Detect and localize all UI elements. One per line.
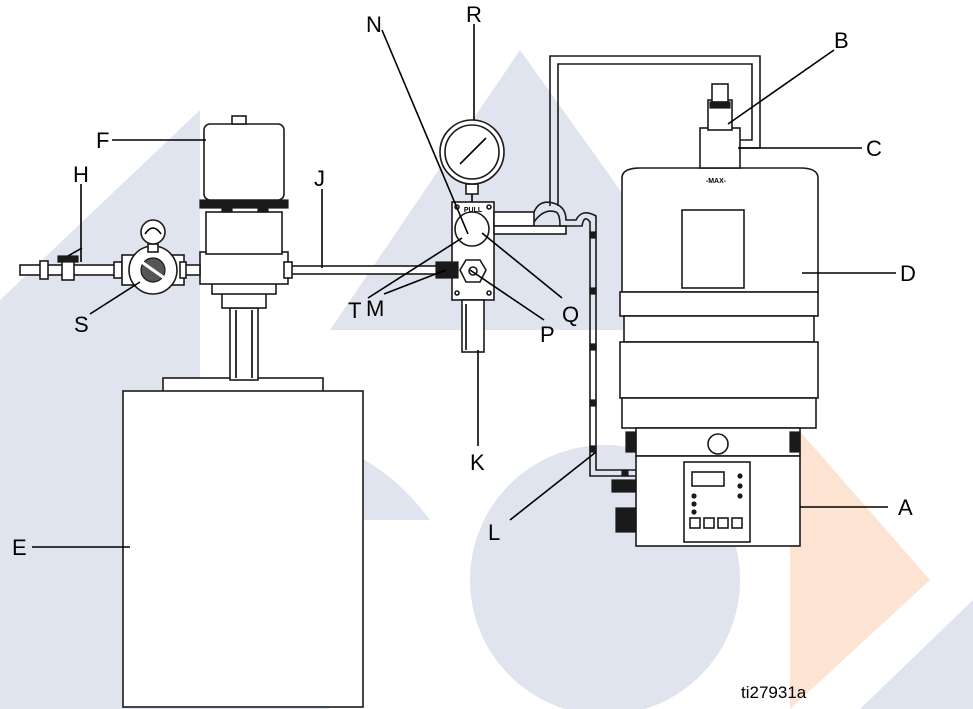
leader-line-b [727,49,835,125]
callout-label-s: S [74,312,89,337]
leader-line-p [469,269,545,321]
transfer-pump [199,115,289,381]
leader-line-q [481,232,563,299]
callout-label-e: E [12,535,27,560]
leader-line-t [367,237,463,299]
callout-label-h: H [73,162,89,187]
callout-label-m: M [366,296,384,321]
callout-label-j: J [314,166,325,191]
callout-label-r: R [466,2,482,27]
leader-line-s [89,281,141,315]
leader-line-m [383,269,447,295]
callout-label-t: T [348,298,361,323]
callout-label-b: B [834,28,849,53]
callout-label-a: A [898,495,913,520]
callout-label-d: D [900,261,916,286]
valve-pull-text: PULL [464,207,483,214]
callout-label-n: N [366,12,382,37]
callout-labels: A B C D E F H J K L M N P Q R S T [12,2,916,560]
watermark-triangle-bottom [860,600,973,709]
callout-label-l: L [488,520,500,545]
leader-lines [32,24,896,548]
figure-id: ti27931a [741,683,807,702]
manifold-assembly: PULL [435,119,567,353]
callout-label-p: P [540,322,555,347]
leader-line-l [509,451,597,521]
air-regulator [121,219,201,295]
reservoir-max-mark: -MAX- [706,178,727,185]
watermark-triangle-orange [790,420,930,709]
callout-label-k: K [470,450,485,475]
callout-label-c: C [866,136,882,161]
drum [122,377,364,708]
lubrication-pump: -MAX- [611,83,819,547]
callout-label-f: F [96,128,109,153]
leader-line-n [381,29,469,235]
callout-label-q: Q [562,302,579,327]
